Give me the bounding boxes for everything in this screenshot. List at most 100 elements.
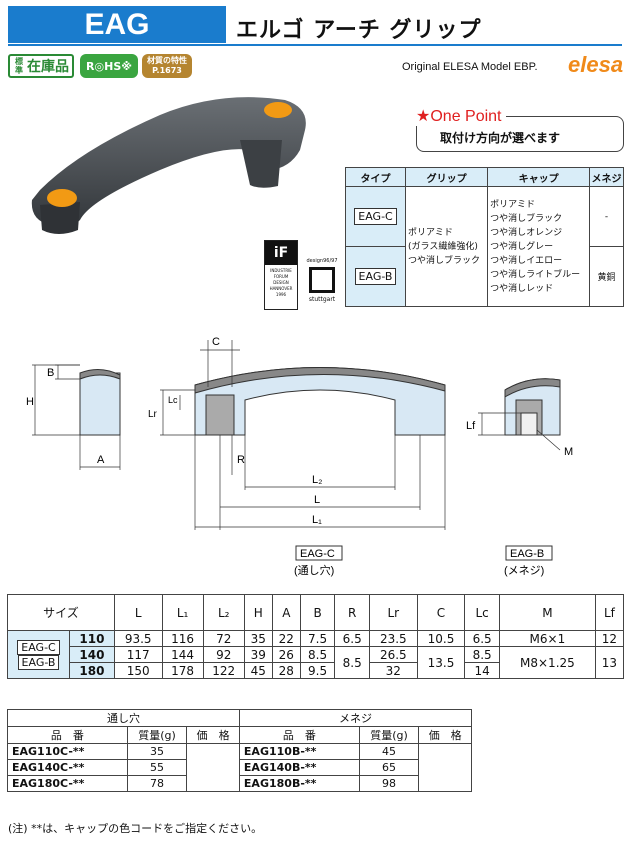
- cell-H: 45: [243, 662, 273, 679]
- cell-M: M6×1: [498, 630, 596, 647]
- cell-Lr: 32: [368, 662, 418, 679]
- cap-line: つや消しグレー: [490, 241, 554, 252]
- size-cell: 140: [69, 646, 115, 663]
- cell-C: 10.5: [416, 630, 466, 647]
- part-number: EAG140C-**: [7, 759, 128, 776]
- stuttgart-mark: [309, 267, 335, 293]
- spec-type-b: EAG-B: [345, 246, 406, 307]
- price-cell: [186, 743, 240, 792]
- dims-type-c: EAG-C: [17, 639, 60, 655]
- part-number: EAG180C-**: [7, 775, 128, 792]
- cell-L1: 116: [161, 630, 204, 647]
- cell-B: 8.5: [299, 646, 336, 663]
- stuttgart-bottom: stuttgart: [308, 296, 336, 303]
- cell-C: 13.5: [416, 646, 466, 679]
- dim-M: M: [564, 446, 573, 458]
- cell-L: 93.5: [113, 630, 163, 647]
- mass-cell: 45: [358, 743, 420, 760]
- cap-line: ポリアミド: [490, 199, 535, 210]
- header-divider: [8, 44, 622, 46]
- dims-header: L₂: [202, 594, 245, 631]
- dim-H: H: [26, 396, 34, 408]
- dims-header: H: [243, 594, 273, 631]
- table-row: EAG140C-** 55 EAG140B-** 65: [7, 759, 472, 776]
- col-mass: 質量(g): [358, 726, 420, 744]
- dims-header: Lf: [594, 594, 625, 631]
- spec-female-c: -: [589, 186, 624, 247]
- cell-L: 150: [113, 662, 163, 679]
- drawing-note-b: (メネジ): [504, 564, 544, 577]
- cell-Lc: 8.5: [464, 646, 500, 663]
- dims-header: C: [416, 594, 466, 631]
- dim-C: C: [212, 336, 220, 348]
- mass-cell: 55: [126, 759, 188, 776]
- col-price: 価 格: [418, 726, 472, 744]
- dims-header: L: [113, 594, 163, 631]
- mass-cell: 65: [358, 759, 420, 776]
- spec-header-type: タイプ: [345, 167, 406, 187]
- rohs-badge: R◎HS※: [80, 54, 138, 78]
- product-title: エルゴ アーチ グリップ: [236, 18, 482, 43]
- cell-A: 22: [271, 630, 301, 647]
- spec-header-grip: グリップ: [404, 167, 489, 187]
- dims-header: B: [299, 594, 336, 631]
- product-code: EAG: [8, 6, 226, 43]
- award-line: FORUM: [273, 274, 289, 279]
- drawing-label-b: EAG-B: [510, 548, 544, 560]
- dims-type-b: EAG-B: [17, 654, 60, 670]
- dim-R: R: [237, 454, 245, 466]
- cell-M: M8×1.25: [498, 646, 596, 679]
- dim-Lc: Lc: [168, 395, 178, 405]
- cell-B: 7.5: [299, 630, 336, 647]
- cap-line: つや消しイエロー: [490, 255, 563, 266]
- one-point-text: 取付け方向が選べます: [440, 131, 561, 145]
- dim-L2: L₂: [312, 474, 322, 486]
- group-through-hole: 通し穴: [7, 709, 240, 727]
- grip-line: つや消しブラック: [408, 255, 481, 266]
- elesa-logo: elesa: [568, 52, 624, 77]
- cell-A: 28: [271, 662, 301, 679]
- material-badge-line1: 材質の特性: [147, 56, 187, 65]
- cell-L2: 92: [202, 646, 245, 663]
- table-row: EAG180C-** 78 EAG180B-** 98: [7, 775, 472, 792]
- type-b-label: EAG-B: [354, 268, 397, 285]
- dims-header: M: [498, 594, 596, 631]
- spec-cap: ポリアミド つや消しブラック つや消しオレンジ つや消しグレー つや消しイエロー…: [487, 186, 591, 307]
- cap-line: つや消しライトブルー: [490, 269, 581, 280]
- cell-L: 117: [113, 646, 163, 663]
- cell-Lc: 14: [464, 662, 500, 679]
- col-part: 品 番: [238, 726, 360, 744]
- type-c-label: EAG-C: [354, 208, 397, 225]
- cell-B: 9.5: [299, 662, 336, 679]
- stock-badge-small: 標準: [15, 57, 23, 75]
- part-number: EAG180B-**: [238, 775, 360, 792]
- material-badge-line2: P.1673: [152, 66, 182, 75]
- cap-right: [264, 102, 292, 118]
- cell-H: 35: [243, 630, 273, 647]
- spec-header-cap: キャップ: [487, 167, 591, 187]
- dims-header: Lc: [464, 594, 500, 631]
- grip-line: (ガラス繊維強化): [408, 241, 478, 252]
- stuttgart-award-logo: design96/97 stuttgart: [304, 258, 340, 308]
- dims-header: R: [334, 594, 370, 631]
- cap-left: [47, 189, 77, 207]
- cell-R: 8.5: [334, 646, 370, 679]
- dims-type-cell: EAG-C EAG-B: [7, 630, 70, 679]
- col-part: 品 番: [7, 726, 128, 744]
- cell-L2: 72: [202, 630, 245, 647]
- dimensions-table: サイズ L L₁ L₂ H A B R Lr C Lc M Lf EAG-C E…: [7, 594, 625, 679]
- mass-cell: 98: [358, 775, 420, 792]
- cell-H: 39: [243, 646, 273, 663]
- stuttgart-top: design96/97: [306, 258, 338, 264]
- stock-badge-label: 在庫品: [27, 59, 69, 75]
- part-number: EAG110B-**: [238, 743, 360, 760]
- cell-Lr: 23.5: [368, 630, 418, 647]
- dim-L1: L₁: [312, 514, 322, 526]
- spec-female-b: 黄銅: [589, 246, 624, 307]
- original-model-text: Original ELESA Model EBP.: [402, 61, 538, 73]
- if-mark: iF: [265, 241, 297, 265]
- cell-L2: 122: [202, 662, 245, 679]
- cap-line: つや消しブラック: [490, 213, 563, 224]
- cell-A: 26: [271, 646, 301, 663]
- award-line: DESIGN: [273, 280, 289, 285]
